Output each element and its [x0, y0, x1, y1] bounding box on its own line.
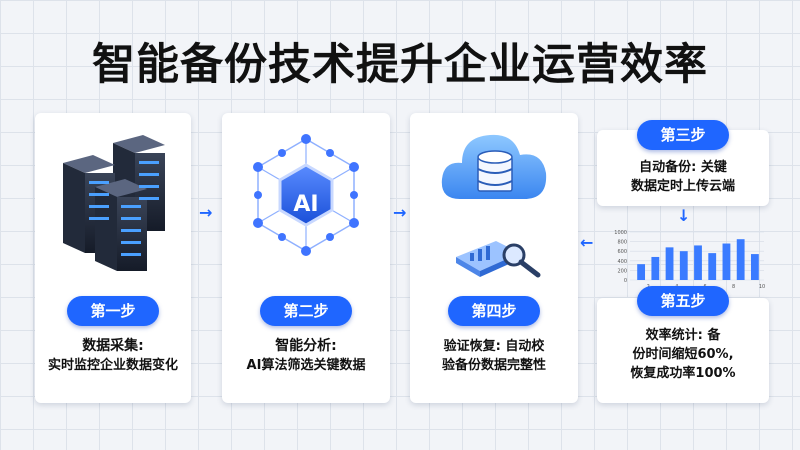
arrow-left-icon: ← — [580, 233, 594, 252]
step1-badge: 第一步 — [67, 296, 159, 326]
magnifier-report-icon — [450, 233, 550, 291]
arrow-right-icon: → — [393, 203, 407, 222]
chart-y-tick-label: 200 — [617, 268, 627, 274]
ai-chip-icon — [246, 127, 366, 271]
chart-bar — [750, 254, 759, 280]
step5-desc-line2: 份时间缩短60%, — [632, 347, 734, 362]
step4-card: 第四步 验证恢复: 自动校 验备份数据完整性 — [410, 113, 578, 403]
arrow-down-icon: ↓ — [677, 206, 691, 225]
chart-y-tick-label: 0 — [624, 278, 627, 284]
step2-desc-line1: 智能分析: — [275, 338, 337, 354]
step5-card: 第五步 效率统计: 备 份时间缩短60%, 恢复成功率100% — [597, 286, 769, 403]
chart-y-tick-label: 600 — [617, 249, 627, 255]
cloud-database-icon — [438, 119, 550, 213]
step4-badge: 第四步 — [448, 296, 540, 326]
step5-badge: 第五步 — [637, 286, 729, 316]
step5-desc-line3: 恢复成功率100% — [630, 366, 736, 381]
chart-bar — [637, 264, 646, 280]
step1-desc-line1: 数据采集: — [82, 338, 144, 354]
step3-desc-line1: 自动备份: 关键 — [639, 160, 727, 175]
step1-card: 第一步 数据采集: 实时监控企业数据变化 — [35, 113, 191, 403]
page-title: 智能备份技术提升企业运营效率 — [92, 40, 708, 90]
chart-bar — [708, 253, 717, 280]
chart-y-tick-label: 1000 — [614, 230, 627, 236]
chart-bar — [679, 251, 688, 280]
chart-bar — [722, 243, 731, 280]
step4-desc-line2: 验备份数据完整性 — [441, 358, 546, 373]
chart-bar — [736, 239, 745, 280]
step3-card: 第三步 自动备份: 关键 数据定时上传云端 — [597, 120, 769, 206]
step3-badge: 第三步 — [637, 120, 729, 150]
chart-x-tick-label: 10 — [759, 284, 765, 290]
ai-label: AI — [293, 192, 319, 217]
chart-x-tick-label: 8 — [732, 284, 735, 290]
step5-desc-line1: 效率统计: 备 — [645, 328, 721, 343]
chart-bar — [694, 245, 702, 280]
step4-desc-line1: 验证恢复: 自动校 — [443, 339, 545, 354]
step2-card: AI 第二步 智能分析: AI算法筛选关键数据 — [222, 113, 390, 403]
chart-bar — [651, 256, 660, 280]
efficiency-chart: 10008006004002000246810 — [604, 228, 768, 292]
server-rack-icon — [55, 133, 171, 277]
step3-desc-line2: 数据定时上传云端 — [630, 179, 735, 194]
step1-desc-line2: 实时监控企业数据变化 — [47, 358, 178, 373]
chart-y-tick-label: 800 — [617, 240, 627, 246]
step2-desc-line2: AI算法筛选关键数据 — [246, 358, 366, 373]
chart-y-tick-label: 400 — [617, 259, 627, 265]
arrow-right-icon: → — [199, 203, 213, 222]
chart-bar — [665, 247, 674, 280]
step2-badge: 第二步 — [260, 296, 352, 326]
